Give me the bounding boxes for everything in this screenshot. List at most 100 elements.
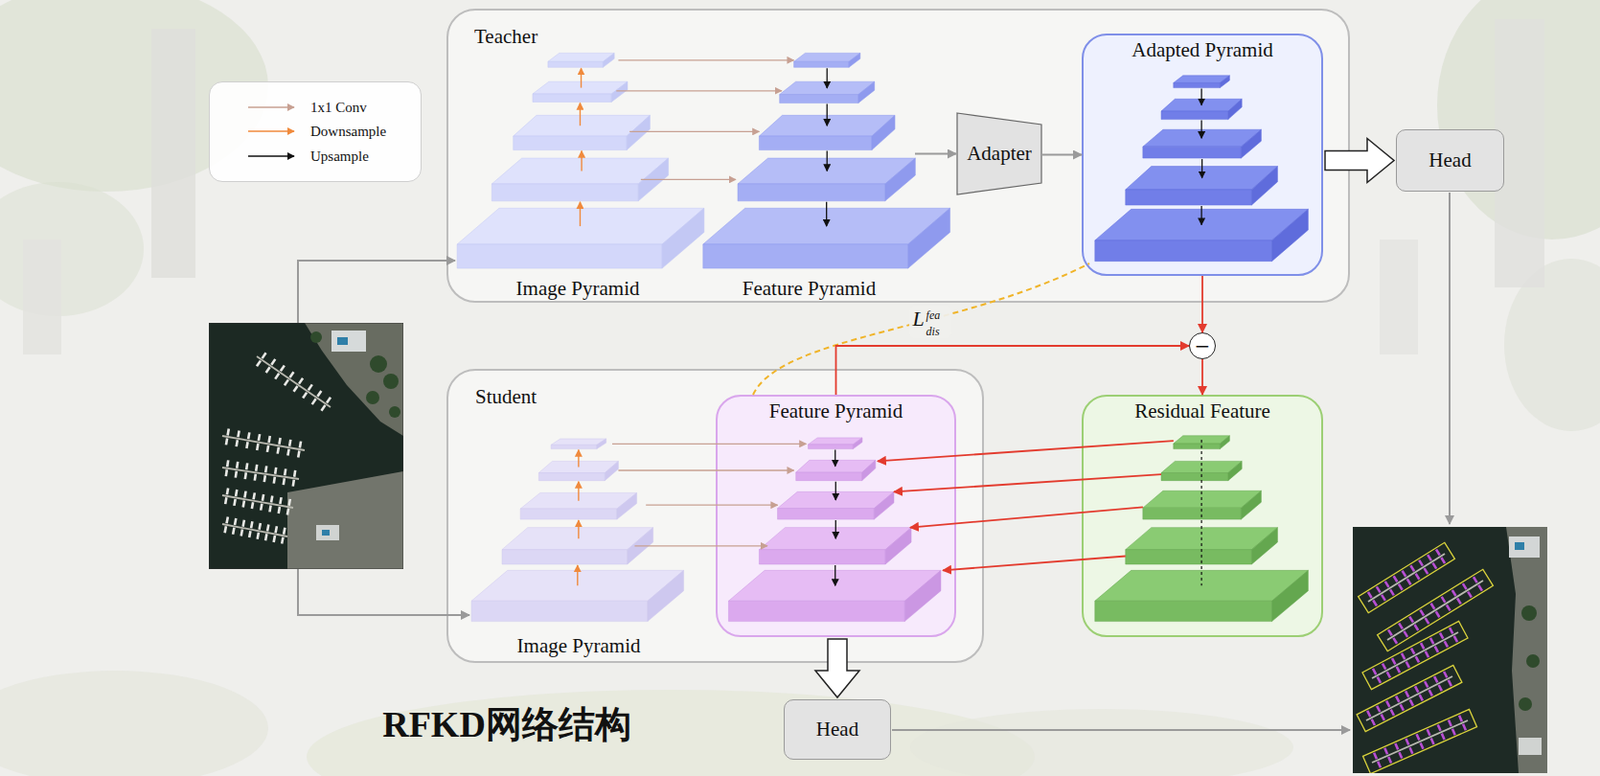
plate-side — [862, 459, 876, 480]
plate-side — [1272, 208, 1309, 261]
boat — [1451, 728, 1457, 735]
legend-text: 1x1 Conv — [310, 99, 367, 115]
upsample-arrow — [1200, 205, 1202, 226]
boat — [1462, 723, 1467, 731]
boat — [1393, 575, 1399, 583]
boat — [1451, 589, 1458, 596]
node-label: − — [1194, 336, 1212, 356]
boat — [1387, 629, 1394, 637]
flower-bed — [910, 708, 1294, 776]
boat — [274, 525, 278, 533]
downsample-arrow — [580, 151, 582, 172]
boat — [1372, 752, 1378, 759]
boat — [1367, 591, 1373, 598]
boat — [248, 530, 252, 538]
node-label: Head — [816, 717, 859, 741]
plate-side — [1219, 435, 1230, 450]
plate-front — [737, 183, 886, 202]
boat — [267, 435, 272, 443]
plate-front — [1142, 146, 1242, 159]
detection-box — [1363, 708, 1478, 774]
plate-side — [596, 438, 607, 450]
residual-arrow — [1201, 275, 1204, 333]
boat — [1397, 752, 1403, 759]
boat — [273, 477, 277, 484]
boat — [1408, 747, 1414, 755]
pier — [222, 495, 294, 508]
residual-arrow — [910, 506, 1143, 527]
plate-front — [550, 444, 597, 449]
plate-front — [779, 94, 859, 104]
plate-side — [1240, 129, 1261, 159]
pyramid-stack — [703, 52, 951, 269]
boat — [1437, 724, 1442, 732]
plate-front — [758, 136, 872, 150]
input-arrow — [297, 569, 470, 616]
boat — [280, 536, 285, 544]
boat — [225, 437, 229, 445]
boat — [225, 469, 229, 477]
boat — [311, 398, 318, 406]
boat — [270, 358, 276, 366]
boat — [325, 396, 332, 404]
conv-arrow — [634, 545, 767, 547]
plate-side — [873, 491, 894, 520]
downsample-arrow — [577, 450, 579, 468]
node-label: Residual Feature — [1134, 399, 1271, 423]
plate-front — [1173, 82, 1221, 88]
boat — [253, 474, 258, 481]
boat — [320, 404, 326, 412]
legend-sample — [244, 124, 302, 138]
plate-front — [1095, 240, 1273, 262]
boat — [257, 523, 262, 530]
boat — [251, 492, 256, 500]
output-arrow — [1448, 192, 1451, 525]
upsample-arrow — [835, 481, 837, 501]
plate-front — [513, 136, 627, 150]
plate-side — [1240, 490, 1261, 520]
plate-side — [1219, 75, 1230, 89]
boat — [234, 439, 239, 447]
boat — [297, 450, 301, 458]
plate-side — [626, 114, 650, 150]
distill-loss-curve — [753, 263, 1090, 395]
boat — [286, 507, 291, 515]
boat — [226, 487, 230, 495]
plate-side — [1251, 527, 1278, 565]
boat — [245, 441, 250, 449]
column — [22, 239, 62, 355]
boat — [1423, 681, 1430, 688]
boat — [278, 497, 283, 504]
boat — [286, 448, 291, 456]
plate-side — [848, 52, 861, 68]
boat — [1406, 578, 1413, 586]
boat — [247, 432, 252, 439]
pier — [222, 524, 288, 537]
boat — [1439, 632, 1445, 640]
tree-blob — [0, 182, 144, 317]
plate-front — [794, 61, 849, 68]
boat — [274, 467, 278, 475]
pier — [1368, 553, 1445, 602]
label-holder: Image Pyramid — [516, 276, 640, 300]
boat — [268, 504, 273, 512]
boat — [1415, 656, 1421, 663]
plate-front — [758, 549, 886, 565]
boat — [1409, 699, 1416, 707]
boat — [288, 371, 295, 379]
boat — [1400, 652, 1407, 660]
boat — [1477, 584, 1484, 592]
downsample-arrow — [577, 481, 579, 502]
boat — [1435, 548, 1441, 556]
boat — [251, 502, 255, 509]
boat — [1447, 719, 1453, 727]
boat — [1404, 738, 1410, 746]
boat — [1429, 602, 1436, 610]
plate-side — [617, 492, 638, 520]
plate-front — [1095, 600, 1273, 621]
plate-front — [1142, 507, 1242, 520]
plate-side — [852, 437, 863, 450]
boat — [1440, 595, 1447, 603]
conv-arrow — [617, 469, 794, 471]
boat — [1383, 747, 1389, 755]
